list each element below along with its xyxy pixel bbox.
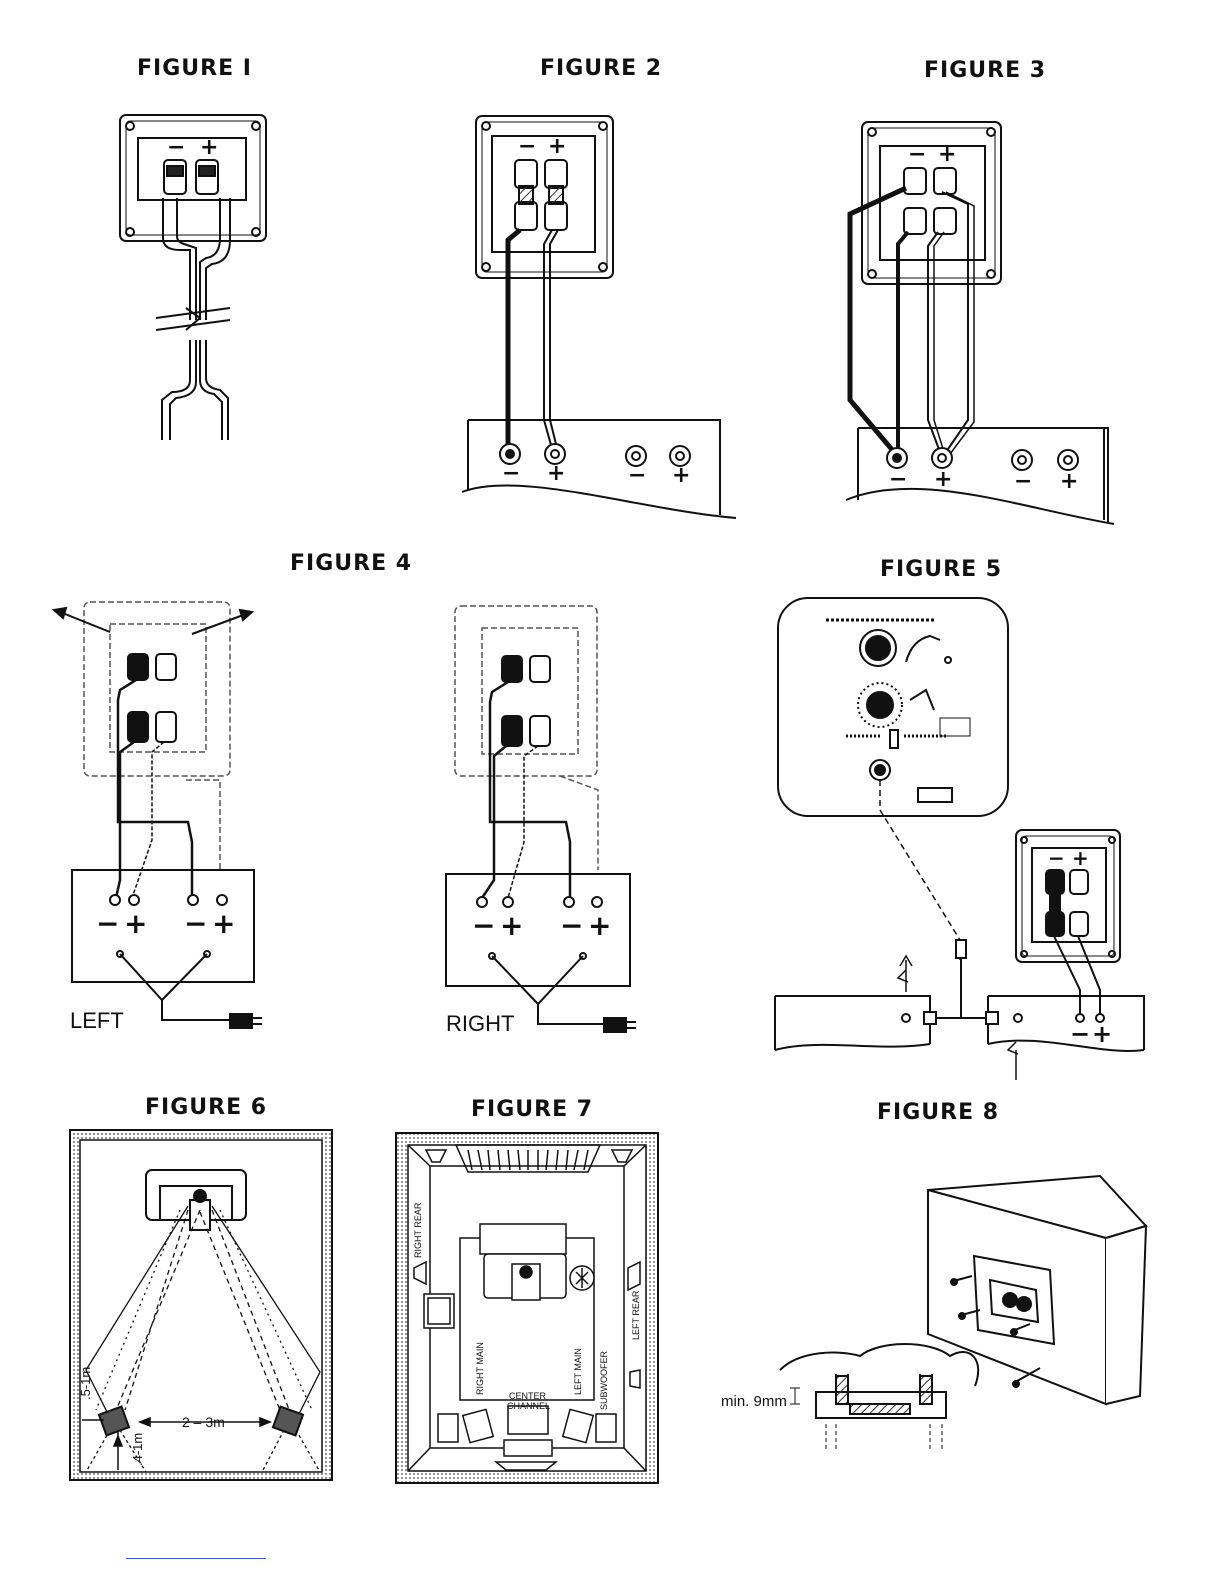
fig4-left-minus-2: − bbox=[184, 910, 207, 938]
fig4-right-plus-1: + bbox=[500, 912, 523, 940]
fig5-amp-minus-label: − bbox=[1070, 1022, 1090, 1046]
fig6-side-distance-label: .5-1m bbox=[78, 1367, 93, 1400]
fig4-right-plus-2: + bbox=[588, 912, 611, 940]
fig7-left-main-label: LEFT MAIN bbox=[573, 1348, 583, 1395]
fig2-amp-plus-1: + bbox=[547, 463, 565, 485]
fig2-amp-minus-2: − bbox=[628, 465, 646, 487]
fig5-plate-minus-label: − bbox=[1048, 848, 1065, 868]
figure-2-binding-posts bbox=[515, 160, 567, 230]
figure-1-terminal-plate bbox=[120, 115, 266, 241]
fig4-right-minus-1: − bbox=[472, 912, 495, 940]
figure-5-speaker-plate bbox=[1016, 830, 1120, 962]
fig7-channel-label: CHANNEL bbox=[507, 1401, 550, 1411]
fig4-left-plus-1: + bbox=[124, 910, 147, 938]
fig4-left-label: LEFT bbox=[70, 1008, 124, 1034]
figure-2-wires bbox=[508, 230, 558, 452]
figure-4-right-speaker bbox=[455, 606, 598, 870]
figure-5-speaker-posts bbox=[1046, 870, 1088, 936]
fig2-plate-plus-label: + bbox=[548, 136, 566, 158]
figure-5-signal-cable bbox=[880, 780, 960, 960]
figure-5-knobs bbox=[846, 630, 970, 802]
fig3-amp-plus-1: + bbox=[934, 469, 952, 491]
figure-1-cable bbox=[162, 198, 230, 440]
fig3-plate-minus-label: − bbox=[908, 144, 926, 166]
figure-1-break-mark bbox=[156, 308, 230, 330]
fig4-left-plus-2: + bbox=[212, 910, 235, 938]
figure-4-right-posts bbox=[502, 656, 550, 746]
fig1-plus-label: + bbox=[200, 137, 218, 159]
footer-underline bbox=[126, 1558, 266, 1559]
fig3-plate-plus-label: + bbox=[938, 144, 956, 166]
fig7-right-main-label: RIGHT MAIN bbox=[475, 1342, 485, 1395]
fig3-amp-minus-2: − bbox=[1014, 471, 1032, 493]
fig7-left-rear-label: LEFT REAR bbox=[631, 1291, 641, 1340]
figure-4-right-wires bbox=[482, 682, 570, 898]
figure-5-speaker-wires bbox=[1054, 936, 1100, 1016]
figure-3-terminal-plate bbox=[862, 122, 1001, 284]
fig2-amp-plus-2: + bbox=[672, 465, 690, 487]
fig2-plate-minus-label: − bbox=[518, 136, 536, 158]
figure-4-left-y-cable bbox=[120, 954, 262, 1028]
fig8-min-gap-label: min. 9mm bbox=[721, 1393, 787, 1410]
fig7-subwoofer-label: SUBWOOFER bbox=[599, 1351, 609, 1410]
fig1-minus-label: − bbox=[167, 137, 185, 159]
figure-4-left-wires bbox=[116, 680, 192, 898]
fig7-right-rear-label: RIGHT REAR bbox=[413, 1203, 423, 1258]
fig7-center-label: CENTER bbox=[509, 1391, 546, 1401]
figure-3-terminals bbox=[887, 448, 1078, 470]
fig3-amp-minus-1: − bbox=[889, 469, 907, 491]
figure-1-binding-posts bbox=[164, 160, 218, 194]
fig5-plate-plus-label: + bbox=[1072, 848, 1089, 868]
fig3-amp-plus-2: + bbox=[1060, 471, 1078, 493]
figure-4-left-posts bbox=[128, 654, 176, 742]
figure-2-terminals bbox=[500, 444, 690, 466]
fig2-amp-minus-1: − bbox=[502, 463, 520, 485]
fig6-spacing-label: 2 – 3m bbox=[182, 1414, 225, 1430]
fig5-amp-plus-label: + bbox=[1092, 1022, 1112, 1046]
fig4-left-minus-1: − bbox=[96, 910, 119, 938]
fig4-right-minus-2: − bbox=[560, 912, 583, 940]
fig4-right-label: RIGHT bbox=[446, 1011, 514, 1037]
figure-8-cross-section bbox=[780, 1344, 978, 1450]
figure-3-binding-posts bbox=[904, 168, 956, 234]
figure-5-connectors bbox=[902, 940, 1104, 1024]
fig6-back-distance-label: .4-1m bbox=[130, 1433, 145, 1466]
